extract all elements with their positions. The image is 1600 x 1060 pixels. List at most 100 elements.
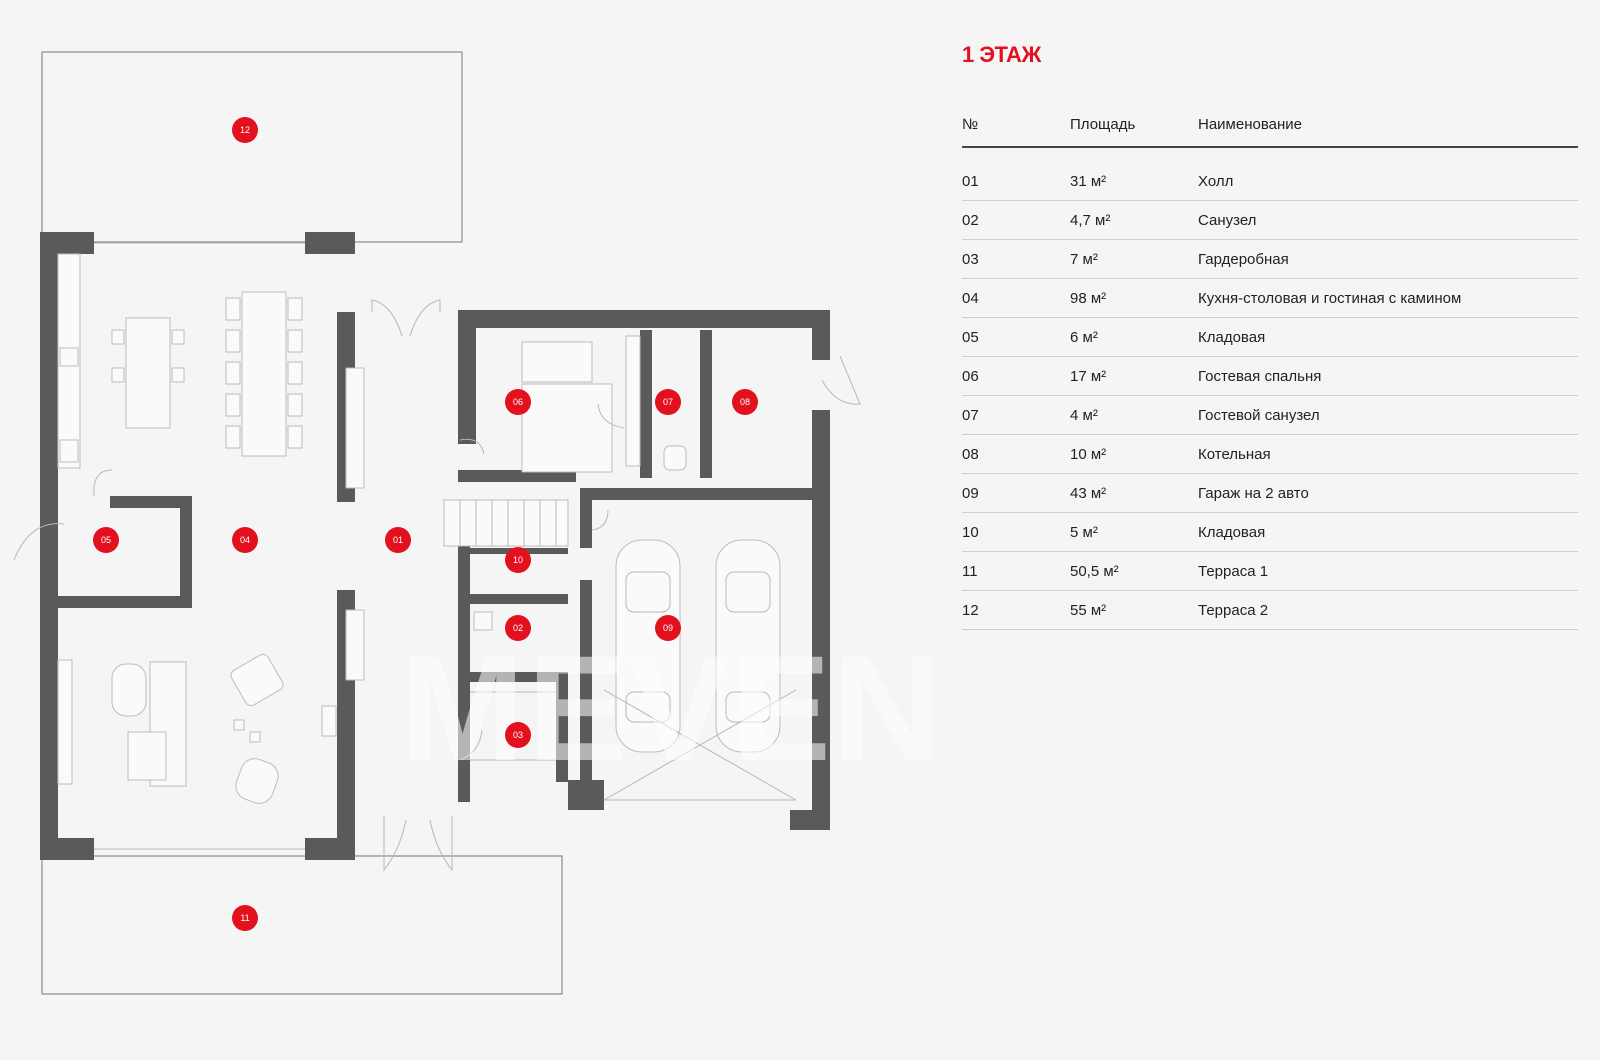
room-name: Терраса 2: [1198, 601, 1269, 619]
room-marker: 06: [505, 389, 531, 415]
marker-dot: [232, 527, 258, 553]
entrance-door: [383, 816, 407, 872]
room-marker: 09: [655, 615, 681, 641]
header-number: №: [962, 115, 979, 133]
door-swing: [591, 509, 609, 531]
room-markers: 12 06 07 08 05 04 01 10 02 09 03 11: [93, 117, 758, 931]
marker-label: 09: [663, 623, 673, 633]
marker-dot: [655, 615, 681, 641]
room-name: Холл: [1198, 172, 1234, 190]
marker-dot: [93, 527, 119, 553]
room-number: 06: [962, 367, 979, 385]
armchair: [235, 758, 279, 804]
marker-label: 07: [663, 397, 673, 407]
marker-dot: [505, 547, 531, 573]
wardrobe: [625, 335, 641, 467]
shelving: [345, 609, 365, 681]
room-name: Кладовая: [1198, 523, 1266, 541]
legend-row: 07 4 м² Гостевой санузел: [962, 396, 1578, 435]
marker-dot: [505, 722, 531, 748]
marker-label: 12: [240, 125, 250, 135]
room-name: Кухня-столовая и гостиная с камином: [1198, 289, 1462, 307]
room-area: 6 м²: [1070, 328, 1098, 346]
marker-label: 05: [101, 535, 111, 545]
room-name: Кладовая: [1198, 328, 1266, 346]
room-number: 07: [962, 406, 979, 424]
tv-unit: [57, 659, 73, 785]
terrace-1-outline: [41, 855, 563, 995]
room-marker: 05: [93, 527, 119, 553]
header-area: Площадь: [1070, 115, 1136, 133]
marker-dot: [505, 615, 531, 641]
legend-header: № Площадь Наименование: [962, 102, 1578, 148]
room-area: 17 м²: [1070, 367, 1107, 385]
room-name: Гардеробная: [1198, 250, 1289, 268]
marker-dot: [232, 117, 258, 143]
ottoman: [111, 663, 147, 717]
room-area: 4 м²: [1070, 406, 1098, 424]
room-name: Гараж на 2 авто: [1198, 484, 1309, 502]
guest-block-walls: [458, 310, 830, 830]
marker-label: 02: [513, 623, 523, 633]
door-swing: [459, 438, 485, 455]
kitchen-island: [125, 317, 171, 429]
bed: [521, 383, 613, 473]
room-number: 02: [962, 211, 979, 229]
room-marker: 02: [505, 615, 531, 641]
room-number: 10: [962, 523, 979, 541]
room-area: 4,7 м²: [1070, 211, 1111, 229]
marker-label: 10: [513, 555, 523, 565]
room-area: 50,5 м²: [1070, 562, 1119, 580]
room-number: 09: [962, 484, 979, 502]
legend-row: 06 17 м² Гостевая спальня: [962, 357, 1578, 396]
door-swing: [93, 469, 113, 497]
armchair: [230, 653, 284, 707]
room-area: 31 м²: [1070, 172, 1107, 190]
entrance-door: [429, 816, 453, 872]
coffee-table: [127, 731, 167, 781]
marker-dot: [732, 389, 758, 415]
room-area: 55 м²: [1070, 601, 1107, 619]
marker-dot: [655, 389, 681, 415]
legend-row: 01 31 м² Холл: [962, 162, 1578, 201]
marker-dot: [385, 527, 411, 553]
car-2: [715, 539, 781, 753]
garage-door-swing: [603, 689, 797, 801]
room-marker: 04: [232, 527, 258, 553]
room-name: Терраса 1: [1198, 562, 1269, 580]
room-marker: 01: [385, 527, 411, 553]
staircase: [443, 499, 569, 547]
room-area: 7 м²: [1070, 250, 1098, 268]
marker-label: 06: [513, 397, 523, 407]
header-name: Наименование: [1198, 115, 1302, 133]
fireplace: [321, 705, 337, 737]
marker-label: 11: [240, 913, 249, 923]
car-1: [615, 539, 681, 753]
room-marker: 08: [732, 389, 758, 415]
room-name: Санузел: [1198, 211, 1257, 229]
door-swing: [821, 355, 861, 405]
washbasin: [473, 611, 493, 631]
floor-title: 1 ЭТАЖ: [962, 42, 1041, 67]
left-block-walls: [40, 232, 355, 860]
marker-label: 04: [240, 535, 250, 545]
room-area: 10 м²: [1070, 445, 1107, 463]
legend-row: 02 4,7 м² Санузел: [962, 201, 1578, 240]
room-name: Гостевая спальня: [1198, 367, 1322, 385]
dining-chairs: [225, 297, 303, 449]
entrance-door: [371, 299, 403, 337]
room-marker: 12: [232, 117, 258, 143]
room-name: Гостевой санузел: [1198, 406, 1320, 424]
room-area: 5 м²: [1070, 523, 1098, 541]
terrace-2-outline: [41, 51, 463, 243]
room-number: 01: [962, 172, 979, 190]
room-marker: 03: [505, 722, 531, 748]
